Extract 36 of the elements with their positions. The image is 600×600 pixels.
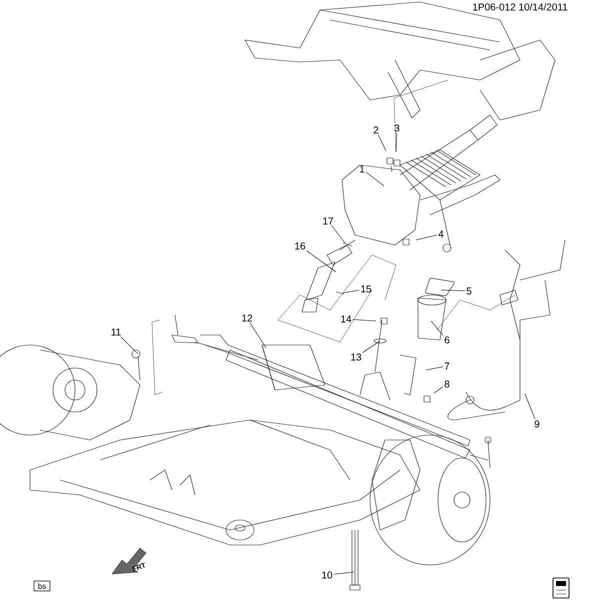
callout-number: 5 bbox=[466, 288, 472, 294]
callout-number: 12 bbox=[242, 314, 252, 322]
callout-number: 1 bbox=[360, 166, 364, 172]
callout-number: 10 bbox=[322, 571, 332, 579]
callout-number: 9 bbox=[534, 420, 540, 428]
leader-line bbox=[426, 366, 444, 370]
leader-line bbox=[524, 394, 536, 420]
leader-line bbox=[250, 322, 266, 348]
callout-number: 13 bbox=[351, 353, 362, 361]
callout-number: 3 bbox=[394, 124, 400, 132]
leader-line bbox=[440, 290, 466, 292]
leader-line bbox=[396, 132, 398, 152]
leader-line bbox=[416, 234, 438, 240]
leader-line bbox=[378, 134, 386, 152]
leader-line bbox=[352, 319, 376, 322]
leader-line bbox=[430, 320, 444, 336]
callout-number: 17 bbox=[323, 218, 334, 224]
leader-line bbox=[434, 386, 444, 394]
leader-line bbox=[342, 290, 360, 294]
callout-number: 11 bbox=[112, 328, 121, 336]
leader-line bbox=[306, 250, 336, 272]
leader-line bbox=[362, 340, 380, 353]
code-box: bs bbox=[34, 580, 50, 592]
callout-number: 16 bbox=[295, 242, 306, 250]
leader-line bbox=[366, 172, 384, 186]
callout-number: 6 bbox=[444, 336, 450, 344]
drawing-number: 1P06-012 10/14/2011 bbox=[473, 3, 568, 11]
leader-line bbox=[120, 336, 138, 354]
leader-line bbox=[331, 225, 346, 244]
leader-line bbox=[334, 572, 354, 574]
callout-number: 14 bbox=[341, 316, 352, 322]
callout-number: 2 bbox=[374, 126, 378, 134]
callout-number: 8 bbox=[444, 380, 450, 388]
callout-number: 7 bbox=[444, 362, 450, 370]
callout-number: 15 bbox=[361, 286, 372, 292]
callout-number: 4 bbox=[438, 230, 444, 238]
